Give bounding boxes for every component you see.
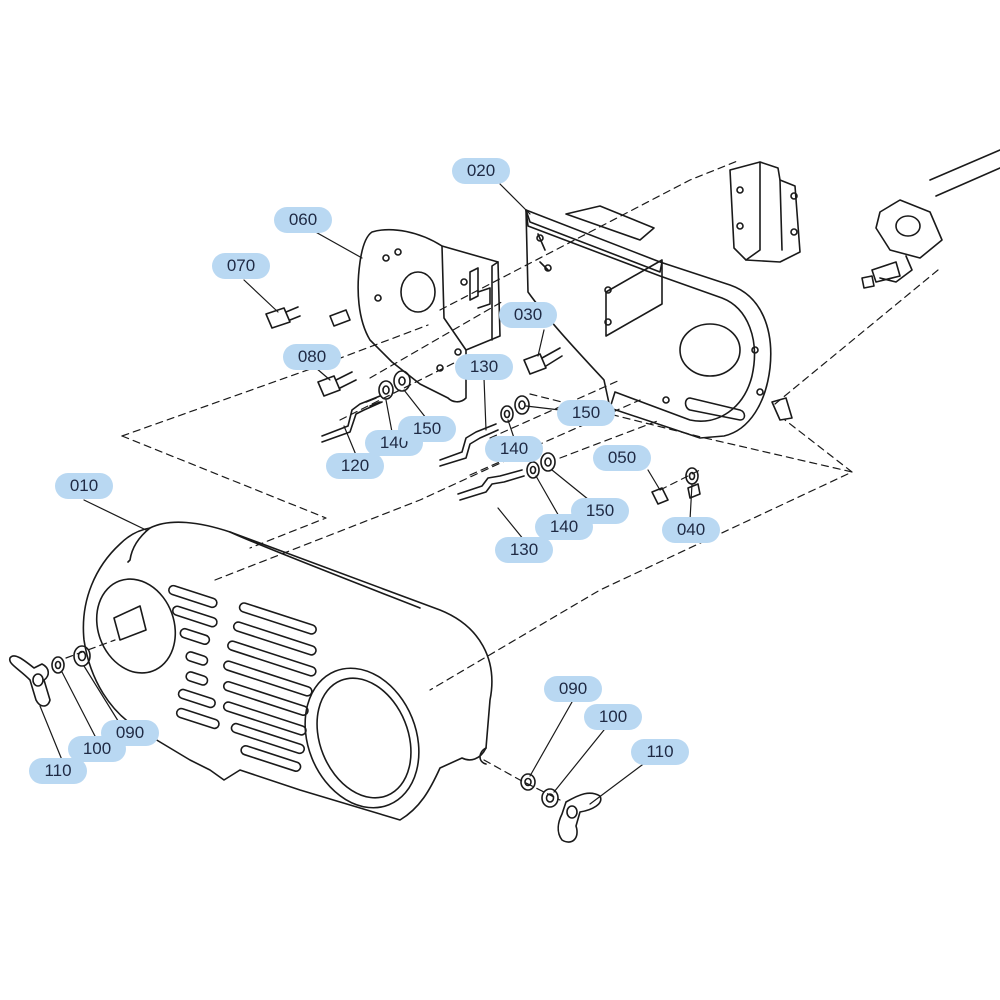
callout-100-right[interactable]: 100 bbox=[584, 704, 642, 730]
callout-110-left[interactable]: 110 bbox=[29, 758, 87, 784]
belt-cover-010 bbox=[82, 521, 493, 821]
callout-150-a[interactable]: 150 bbox=[398, 416, 456, 442]
bolts bbox=[265, 306, 793, 421]
callout-130-upper[interactable]: 130 bbox=[455, 354, 513, 380]
callout-050[interactable]: 050 bbox=[593, 445, 651, 471]
back-plate-020 bbox=[525, 205, 772, 439]
callout-150-c[interactable]: 150 bbox=[571, 498, 629, 524]
callout-140-c[interactable]: 140 bbox=[535, 514, 593, 540]
callout-140-b[interactable]: 140 bbox=[485, 436, 543, 462]
callout-070[interactable]: 070 bbox=[212, 253, 270, 279]
wing-nut-left bbox=[8, 645, 91, 707]
callout-080[interactable]: 080 bbox=[283, 344, 341, 370]
mounting-bracket-and-cable bbox=[729, 149, 1000, 289]
callout-130-lower[interactable]: 130 bbox=[495, 537, 553, 563]
callout-020[interactable]: 020 bbox=[452, 158, 510, 184]
callout-030[interactable]: 030 bbox=[499, 302, 557, 328]
callout-100-left[interactable]: 100 bbox=[68, 736, 126, 762]
wing-nut-right bbox=[520, 773, 602, 843]
callout-120[interactable]: 120 bbox=[326, 453, 384, 479]
callout-010[interactable]: 010 bbox=[55, 473, 113, 499]
callout-040[interactable]: 040 bbox=[662, 517, 720, 543]
adjuster-rods bbox=[321, 395, 525, 501]
front-bracket-060 bbox=[357, 228, 501, 403]
leader-lines bbox=[39, 183, 693, 805]
callout-110-right[interactable]: 110 bbox=[631, 739, 689, 765]
callout-090-right[interactable]: 090 bbox=[544, 676, 602, 702]
callout-060[interactable]: 060 bbox=[274, 207, 332, 233]
nuts-and-washers bbox=[378, 370, 701, 505]
assembly-dashed-lines bbox=[65, 159, 939, 801]
cover-vent-slots bbox=[168, 584, 317, 772]
callout-150-b[interactable]: 150 bbox=[557, 400, 615, 426]
